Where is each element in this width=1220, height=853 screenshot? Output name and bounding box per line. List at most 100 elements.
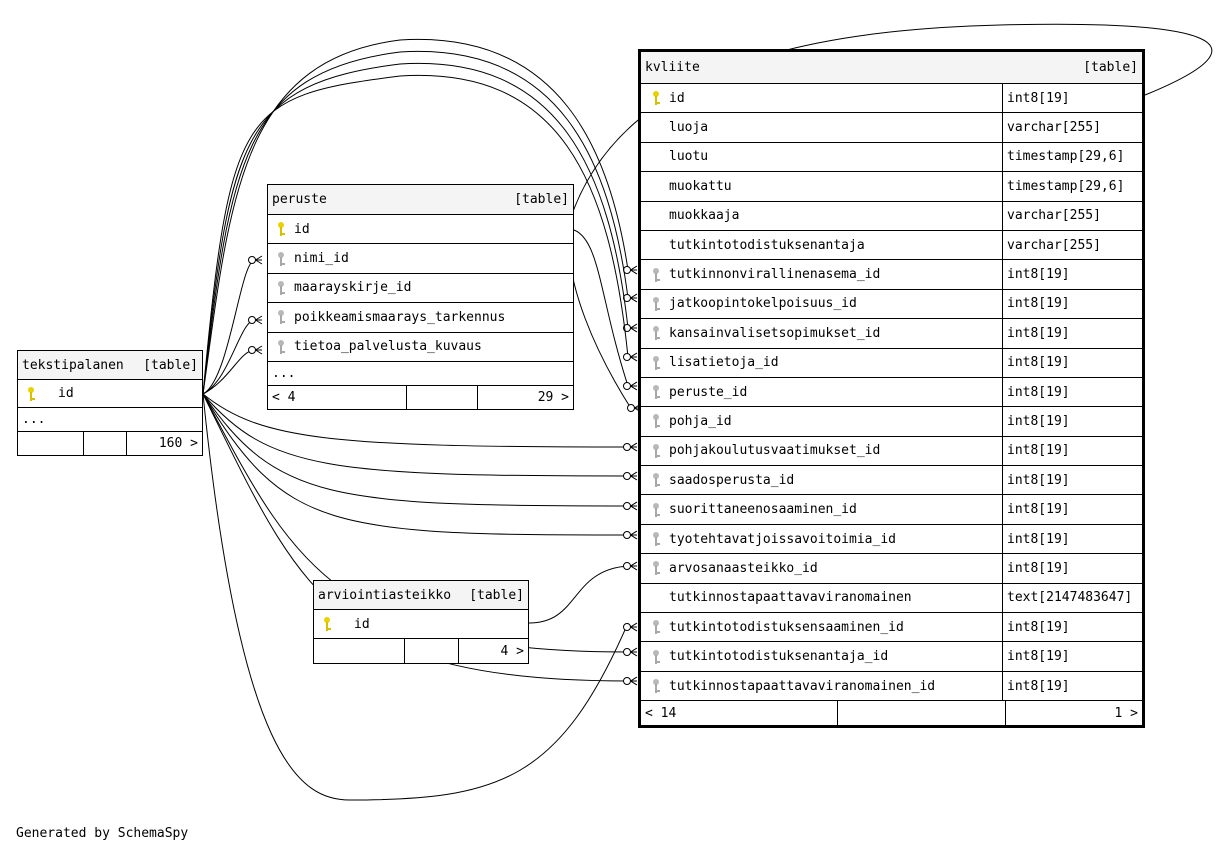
column-name-cell: id [268, 215, 573, 243]
column-row[interactable]: poikkeamismaarays_tarkennus [268, 303, 573, 333]
table-kind: [table] [143, 357, 198, 373]
column-row[interactable]: maarayskirje_id [268, 274, 573, 304]
column-name: luotu [669, 149, 709, 165]
column-name-cell: tutkinnonvirallinenasema_id [641, 260, 1002, 288]
foreign-key-icon [651, 561, 661, 576]
column-name: pohja_id [669, 413, 732, 429]
child-count[interactable]: 29 > [477, 385, 573, 409]
column-name-cell: id [18, 380, 202, 407]
column-type: int8[19] [1002, 436, 1142, 466]
crows-foot-arrow [630, 647, 638, 657]
column-name: tutkintotodistuksenantaja_id [669, 649, 889, 665]
foreign-key-icon [651, 649, 661, 664]
table-arviointiasteikko[interactable]: arviointiasteikko [table] id 4 > [313, 580, 529, 664]
column-row[interactable]: nimi_id [268, 244, 573, 274]
table-tekstipalanen[interactable]: tekstipalanen [table] id ... 160 > [17, 350, 203, 456]
relationship-marker [623, 443, 631, 451]
column-name: maarayskirje_id [294, 280, 412, 296]
crows-foot-arrow [255, 345, 263, 355]
column-name: saadosperusta_id [669, 472, 795, 488]
table-kind: [table] [1083, 60, 1138, 75]
column-name-cell: pohjakoulutusvaatimukset_id [641, 437, 1002, 465]
column-type: int8[19] [1002, 495, 1142, 524]
table-name[interactable]: arviointiasteikko [318, 587, 452, 603]
column-name: tutkinnostapaattavaviranomainen [669, 590, 912, 606]
crows-foot-arrow [630, 530, 638, 540]
column-name-cell: tutkintotodistuksenantaja_id [641, 642, 1002, 670]
footer-spacer [837, 701, 1005, 726]
column-row[interactable]: luotu timestamp[29,6] [641, 142, 1142, 173]
column-name-cell: peruste_id [641, 378, 1002, 406]
table-footer: < 4 29 > [268, 385, 573, 409]
crows-foot-arrow [630, 501, 638, 511]
table-footer: 4 > [314, 639, 528, 663]
crows-foot-arrow [630, 676, 638, 686]
column-type: int8[19] [1002, 289, 1142, 319]
relationship-line [202, 38, 629, 395]
crows-foot-arrow [630, 561, 638, 571]
foreign-key-icon [276, 339, 286, 354]
relationship-line [202, 393, 629, 477]
crows-foot-arrow [630, 265, 638, 275]
column-row[interactable]: tietoa_palvelusta_kuvaus [268, 333, 573, 362]
column-type: timestamp[29,6] [1002, 142, 1142, 172]
column-name: id [354, 616, 370, 632]
column-name-cell: suorittaneenosaaminen_id [641, 495, 1002, 523]
column-name-cell: pohja_id [641, 407, 1002, 435]
crows-foot-arrow [255, 255, 263, 265]
table-name[interactable]: tekstipalanen [22, 357, 124, 373]
column-row[interactable]: tutkinnostapaattavaviranomainen_id int8[1… [641, 671, 1142, 702]
column-name: tutkinnonvirallinenasema_id [669, 267, 881, 283]
column-name-cell: kansainvalisetsopimukset_id [641, 319, 1002, 347]
column-name: tutkinnostapaattavaviranomainen_id [669, 678, 936, 694]
relationship-marker [623, 623, 631, 631]
foreign-key-icon [651, 355, 661, 370]
relationship-line [202, 349, 256, 395]
column-row[interactable]: pohja_id int8[19] [641, 407, 1142, 437]
relationship-line [202, 393, 629, 536]
column-type: int8[19] [1002, 671, 1142, 701]
column-type: int8[19] [1002, 407, 1142, 436]
column-name-cell: tutkinnostapaattavaviranomainen_id [641, 672, 1002, 700]
foreign-key-icon [651, 296, 661, 311]
column-row[interactable]: id [268, 215, 573, 245]
table-footer: 160 > [18, 432, 202, 455]
parent-count[interactable]: < 4 [272, 389, 296, 405]
parent-count[interactable]: < 14 [645, 705, 677, 721]
column-row[interactable]: id [314, 610, 528, 639]
child-count[interactable]: 4 > [458, 639, 528, 663]
column-name: tutkintotodistuksenantaja [669, 237, 865, 253]
column-row[interactable]: id [18, 380, 202, 408]
foreign-key-icon [651, 414, 661, 429]
table-header: arviointiasteikko [table] [314, 581, 528, 610]
crows-foot-arrow [630, 381, 638, 391]
column-name-cell: tutkintotodistuksenantaja [641, 231, 1002, 259]
child-count[interactable]: 1 > [1005, 701, 1142, 726]
table-name[interactable]: kvliite [645, 60, 700, 75]
foreign-key-icon [651, 679, 661, 693]
footer-spacer [404, 639, 458, 663]
table-name[interactable]: peruste [272, 192, 327, 207]
child-count[interactable]: 160 > [126, 432, 202, 455]
column-name-cell: id [314, 610, 528, 638]
